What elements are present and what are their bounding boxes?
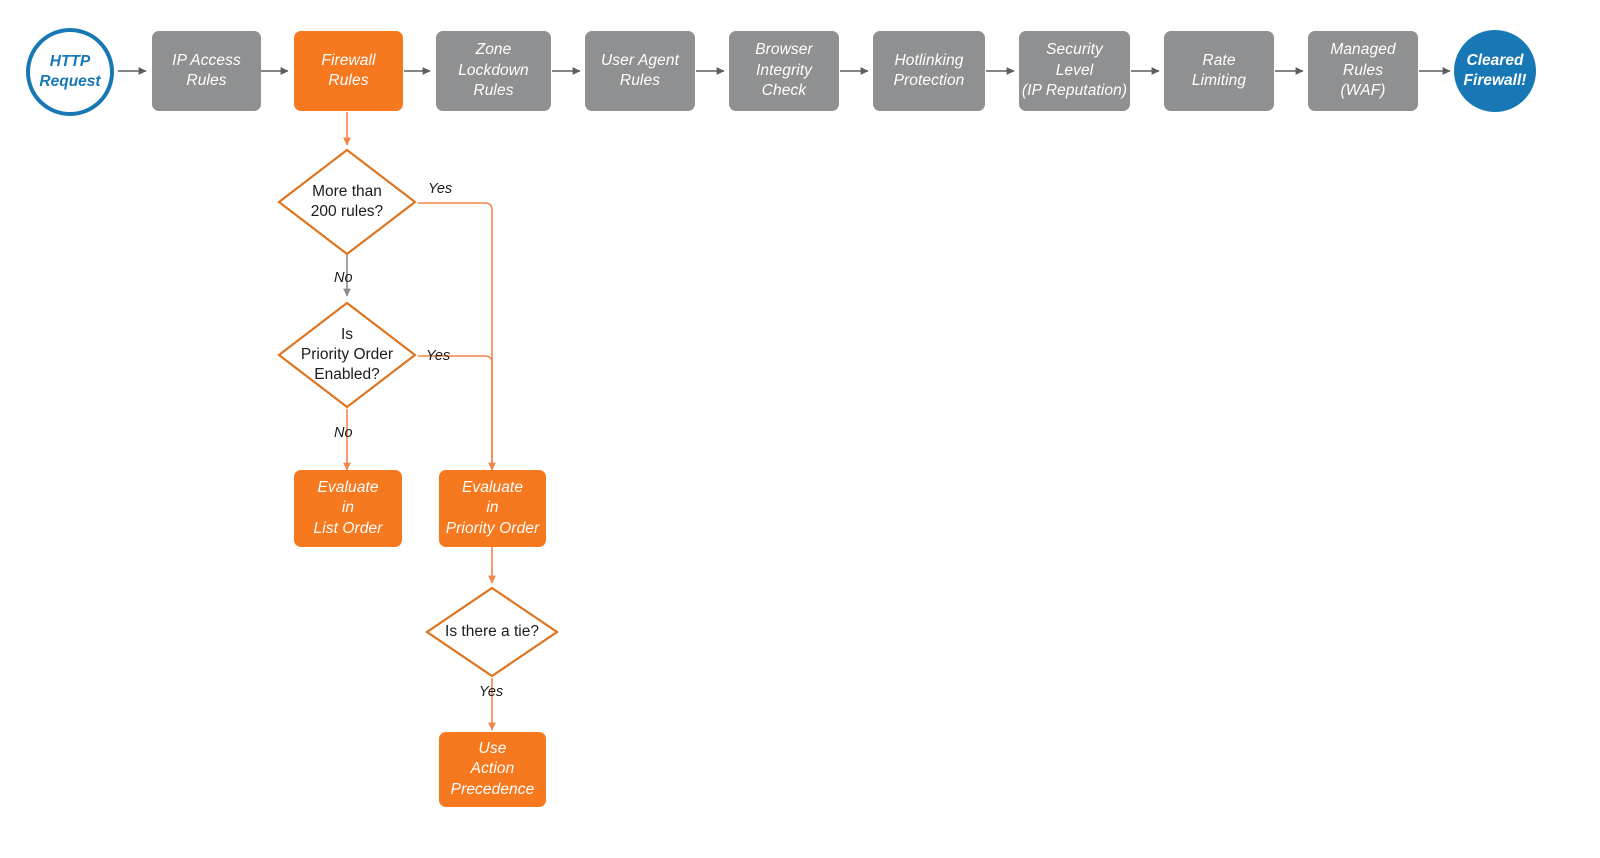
edge-label-priority-order-yes: Yes (426, 348, 451, 364)
evaluate-list-order-line2: in (341, 499, 355, 517)
browser-integrity-check-line3: Check (761, 82, 807, 100)
use-action-precedence-line2: Action (470, 760, 515, 778)
use-action-precedence-line1: Use (478, 739, 507, 757)
security-level-line2: Level (1055, 61, 1094, 79)
decision-more-than-200-line1: More than (312, 182, 382, 200)
zone-lockdown-rules-line3: Rules (473, 82, 514, 100)
evaluate-priority-order-line2: in (486, 499, 499, 517)
decision-priority-order-line1: Is (340, 325, 354, 343)
node-ip-access-rules[interactable]: IP Access Rules (152, 31, 261, 111)
security-level-line1: Security (1046, 41, 1103, 59)
diamond-shape (277, 301, 417, 409)
decision-priority-order-label: Is Priority Order Enabled? (277, 301, 417, 409)
ip-access-rules-line2: Rules (186, 72, 227, 89)
evaluate-list-order-line1: Evaluate (317, 478, 379, 496)
decision-priority-order-line2: Priority Order (300, 345, 394, 363)
http-request-line2: Request (39, 73, 101, 90)
zone-lockdown-rules-line1: Zone (475, 41, 512, 59)
connector-decision-priority-yes (418, 355, 496, 471)
evaluate-priority-order-line3: Priority Order (445, 519, 540, 537)
decision-tie-label: Is there a tie? (425, 586, 559, 678)
rate-limiting-line2: Limiting (1191, 72, 1247, 89)
zone-lockdown-rules-line2: Lockdown (458, 61, 529, 79)
managed-rules-waf-line2: Rules (1342, 61, 1384, 79)
diamond-shape (277, 148, 417, 256)
firewall-rules-line1: Firewall (321, 51, 376, 69)
browser-integrity-check-line2: Integrity (755, 61, 813, 79)
rate-limiting-line1: Rate (1202, 51, 1236, 69)
user-agent-rules-line2: Rules (619, 72, 661, 89)
browser-integrity-check-line1: Browser (755, 41, 813, 59)
cleared-firewall-line2: Firewall! (1463, 72, 1527, 89)
node-evaluate-list-order[interactable]: Evaluate in List Order (294, 470, 402, 547)
edge-label-priority-order-no: No (334, 425, 353, 441)
http-request-line1: HTTP (49, 52, 91, 70)
node-user-agent-rules[interactable]: User Agent Rules (585, 31, 695, 111)
decision-priority-order-line3: Enabled? (314, 366, 380, 384)
edge-label-more-than-200-yes: Yes (428, 181, 453, 197)
managed-rules-waf-line1: Managed (1330, 41, 1396, 59)
decision-more-than-200-label: More than 200 rules? (277, 148, 417, 256)
evaluate-list-order-line3: List Order (313, 519, 383, 537)
security-level-line3: (IP Reputation) (1021, 82, 1128, 100)
node-cleared-firewall[interactable]: Cleared Firewall! (1454, 30, 1536, 112)
hotlinking-protection-line2: Protection (893, 72, 965, 89)
managed-rules-waf-line3: (WAF) (1340, 82, 1386, 100)
node-rate-limiting[interactable]: Rate Limiting (1164, 31, 1274, 111)
edge-label-more-than-200-no: No (334, 270, 353, 286)
node-decision-tie[interactable]: Is there a tie? (425, 586, 559, 678)
hotlinking-protection-line1: Hotlinking (894, 51, 964, 69)
node-use-action-precedence[interactable]: Use Action Precedence (439, 732, 546, 807)
edge-label-tie-yes: Yes (479, 684, 504, 700)
node-browser-integrity-check[interactable]: Browser Integrity Check (729, 31, 839, 111)
cleared-firewall-line1: Cleared (1466, 51, 1524, 69)
node-firewall-rules[interactable]: Firewall Rules (294, 31, 403, 111)
ip-access-rules-line1: IP Access (172, 51, 241, 69)
node-decision-priority-order[interactable]: Is Priority Order Enabled? (277, 301, 417, 409)
node-evaluate-priority-order[interactable]: Evaluate in Priority Order (439, 470, 546, 547)
use-action-precedence-line3: Precedence (450, 780, 535, 798)
decision-more-than-200-line2: 200 rules? (310, 203, 384, 220)
diamond-shape (425, 586, 559, 678)
node-security-level[interactable]: Security Level (IP Reputation) (1019, 31, 1130, 111)
user-agent-rules-line1: User Agent (601, 51, 679, 69)
node-hotlinking-protection[interactable]: Hotlinking Protection (873, 31, 985, 111)
firewall-rules-line2: Rules (328, 72, 369, 89)
decision-tie-line1: Is there a tie? (445, 622, 539, 640)
node-http-request[interactable]: HTTP Request (26, 28, 114, 116)
node-zone-lockdown-rules[interactable]: Zone Lockdown Rules (436, 31, 551, 111)
connector-decision-200-yes (418, 202, 493, 470)
node-managed-rules-waf[interactable]: Managed Rules (WAF) (1308, 31, 1418, 111)
node-decision-more-than-200[interactable]: More than 200 rules? (277, 148, 417, 256)
evaluate-priority-order-line1: Evaluate (461, 478, 524, 496)
